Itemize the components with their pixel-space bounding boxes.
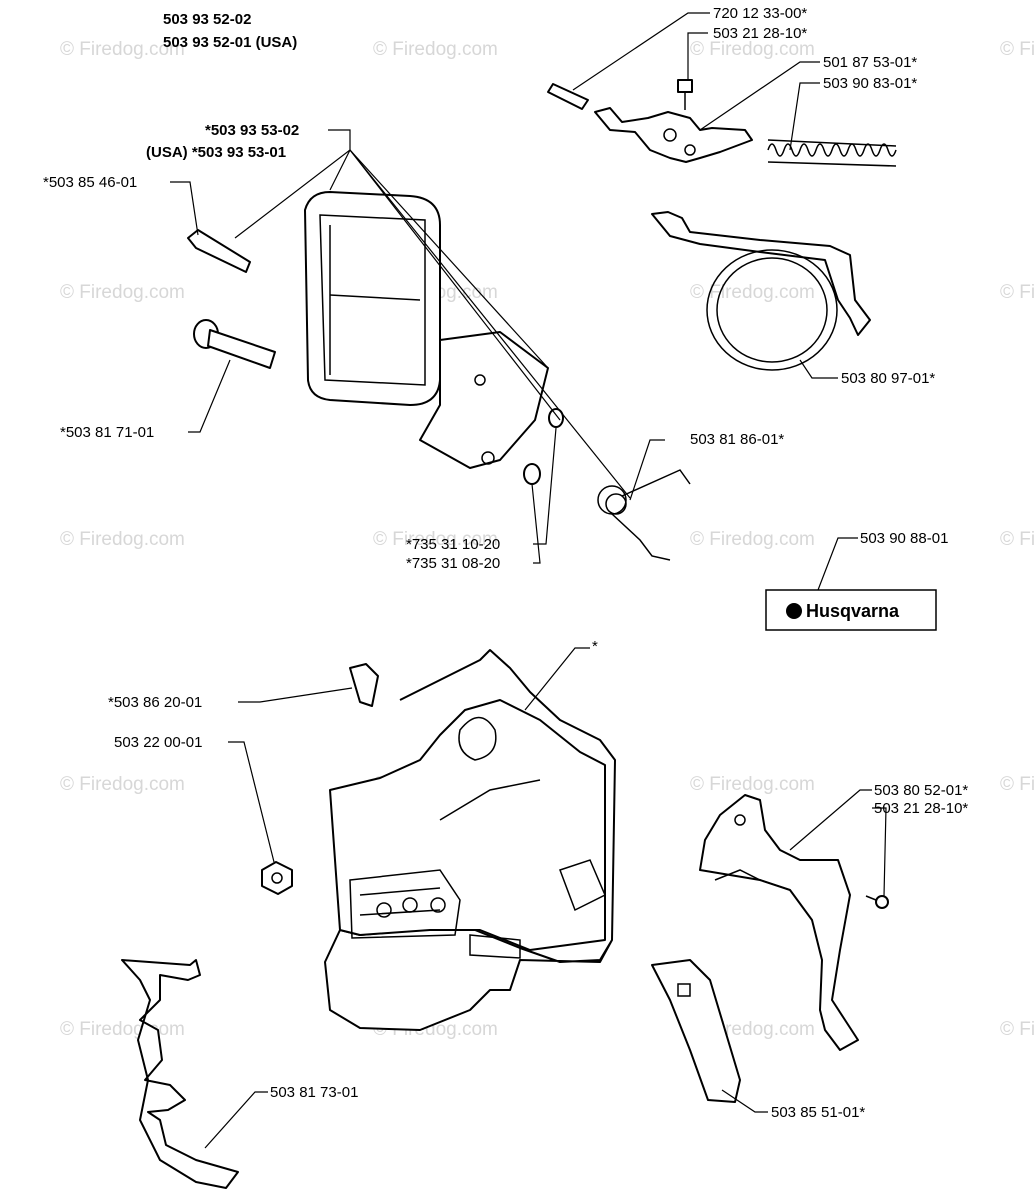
part-labels: 720 12 33-00* 503 21 28-10* 501 87 53-01… bbox=[43, 5, 968, 1121]
brake-lever-part bbox=[547, 79, 753, 163]
watermark: © Firedog.com bbox=[690, 39, 815, 60]
watermark: © Firedog.com bbox=[373, 529, 498, 550]
cover-plate-part bbox=[651, 959, 741, 1103]
brake-band-part bbox=[651, 211, 871, 371]
part-label: *503 93 53-02 bbox=[205, 122, 299, 139]
sleeve-part bbox=[193, 319, 276, 369]
chain-guard-part bbox=[349, 663, 379, 707]
part-label: 503 81 73-01 bbox=[270, 1084, 358, 1101]
part-label: 501 87 53-01* bbox=[823, 54, 917, 71]
part-label: *735 31 08-20 bbox=[406, 555, 500, 572]
chain-brake-cover-part bbox=[304, 191, 549, 469]
watermark: © Firedog.com bbox=[1000, 529, 1035, 550]
part-label: *503 81 71-01 bbox=[60, 424, 154, 441]
watermark: © Firedog.com bbox=[1000, 282, 1035, 303]
watermark: © Firedog.com bbox=[1000, 1019, 1035, 1040]
part-label: 503 90 83-01* bbox=[823, 75, 917, 92]
chain-brake-cover-right-part bbox=[699, 794, 859, 1051]
part-label: (USA) *503 93 53-01 bbox=[146, 144, 286, 161]
guide-plate-part bbox=[121, 959, 239, 1189]
watermark: © Firedog.com bbox=[60, 282, 185, 303]
watermark: © Firedog.com bbox=[690, 282, 815, 303]
part-label: *735 31 10-20 bbox=[406, 536, 500, 553]
part-label: 503 22 00-01 bbox=[114, 734, 202, 751]
spring-part bbox=[767, 139, 897, 167]
part-label: * bbox=[592, 638, 598, 655]
watermark: © Firedog.com bbox=[60, 529, 185, 550]
nut-part bbox=[261, 861, 293, 895]
part-label: 503 21 28-10* bbox=[713, 25, 807, 42]
watermark: © Firedog.com bbox=[60, 774, 185, 795]
leader-lines bbox=[170, 12, 887, 1149]
part-label: 503 21 28-10* bbox=[874, 800, 968, 817]
watermark: © Firedog.com bbox=[373, 39, 498, 60]
watermark: © Firedog.com bbox=[690, 774, 815, 795]
screw-part bbox=[865, 895, 889, 909]
decal-part: Husqvarna bbox=[765, 589, 937, 631]
watermark: © Firedog.com bbox=[1000, 774, 1035, 795]
watermark: © Firedog.com bbox=[60, 1019, 185, 1040]
part-label: 503 85 51-01* bbox=[771, 1104, 865, 1121]
part-label: *503 85 46-01 bbox=[43, 174, 137, 191]
watermark: © Firedog.com bbox=[690, 529, 815, 550]
part-label: 503 90 88-01 bbox=[860, 530, 948, 547]
brand-decal: Husqvarna bbox=[806, 601, 900, 621]
watermark: © Firedog.com bbox=[60, 39, 185, 60]
torsion-spring-part bbox=[597, 469, 691, 561]
watermark: © Firedog.com bbox=[1000, 39, 1035, 60]
part-label: 503 80 97-01* bbox=[841, 370, 935, 387]
crankcase-housing-part bbox=[324, 649, 616, 1031]
assembly-number-usa: 503 93 52-01 (USA) bbox=[163, 34, 297, 51]
assembly-number: 503 93 52-02 bbox=[163, 11, 251, 28]
part-label: 503 80 52-01* bbox=[874, 782, 968, 799]
part-label: 503 81 86-01* bbox=[690, 431, 784, 448]
part-label: 720 12 33-00* bbox=[713, 5, 807, 22]
bolt-part bbox=[187, 229, 251, 273]
part-label: *503 86 20-01 bbox=[108, 694, 202, 711]
